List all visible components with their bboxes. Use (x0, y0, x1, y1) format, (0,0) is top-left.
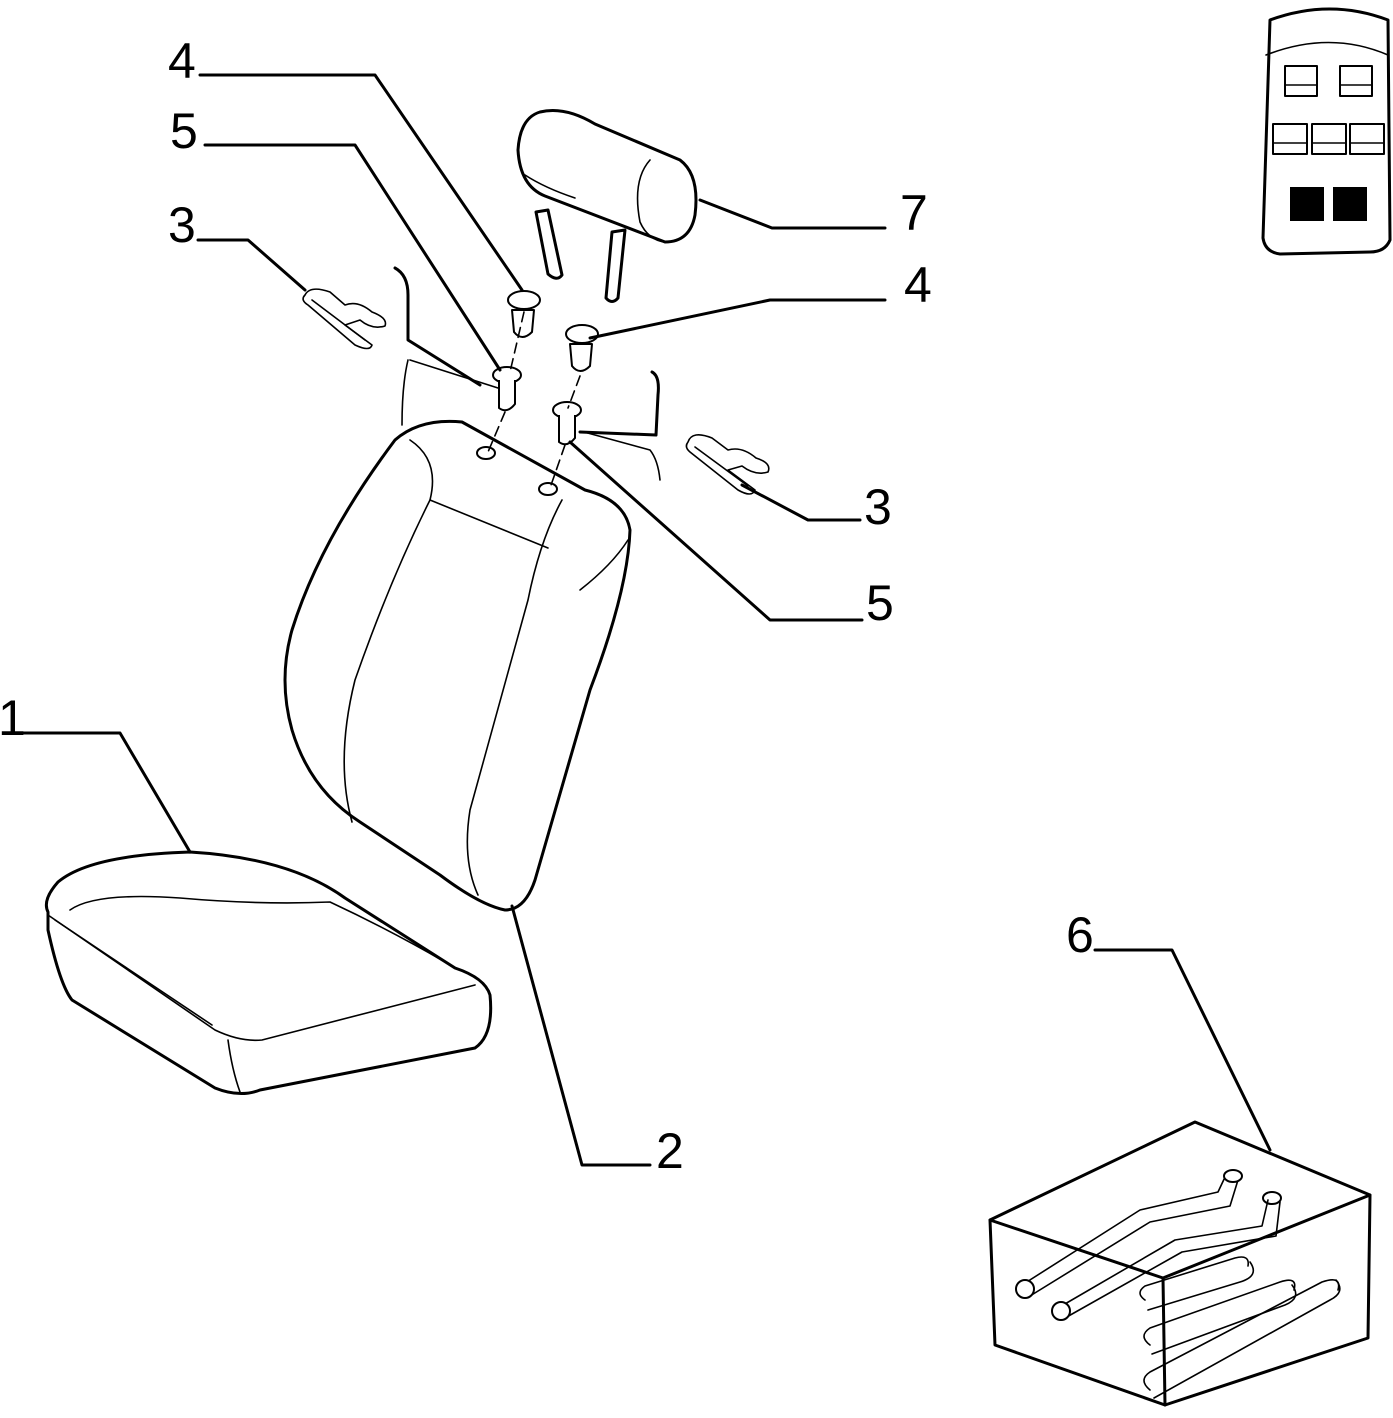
clip-left (302, 288, 387, 350)
rear-seat-icons (1290, 187, 1367, 221)
callout-5-right: 5 (866, 575, 894, 631)
front-seat-icons (1284, 65, 1373, 97)
callout-7: 7 (900, 185, 928, 241)
callout-labels: 1 2 3 3 4 4 5 5 6 7 (0, 33, 1094, 1179)
callout-5-left: 5 (170, 103, 198, 159)
middle-seat-icons (1272, 123, 1385, 155)
callout-3-left: 3 (168, 197, 196, 253)
callout-6: 6 (1066, 907, 1094, 963)
seat-locator-thumbnail (1261, 7, 1392, 256)
clip-right (685, 434, 770, 495)
assembly-axis-lines (487, 311, 581, 489)
guide-sleeve-right (552, 401, 582, 446)
callout-3-right: 3 (864, 479, 892, 535)
guide-bushing-right (565, 324, 599, 372)
seat-cushion (44, 850, 493, 1095)
callout-4-right: 4 (904, 257, 932, 313)
callout-2: 2 (656, 1123, 684, 1179)
guide-bushing-left (507, 290, 541, 338)
callout-1: 1 (0, 690, 26, 746)
leader-lines (20, 73, 1272, 1167)
heating-element (988, 1120, 1372, 1407)
headrest (516, 109, 698, 303)
guide-sleeve-left (492, 366, 522, 412)
callout-4-left: 4 (168, 33, 196, 89)
seat-backrest (283, 419, 632, 912)
seat-frame-lines (393, 266, 661, 481)
